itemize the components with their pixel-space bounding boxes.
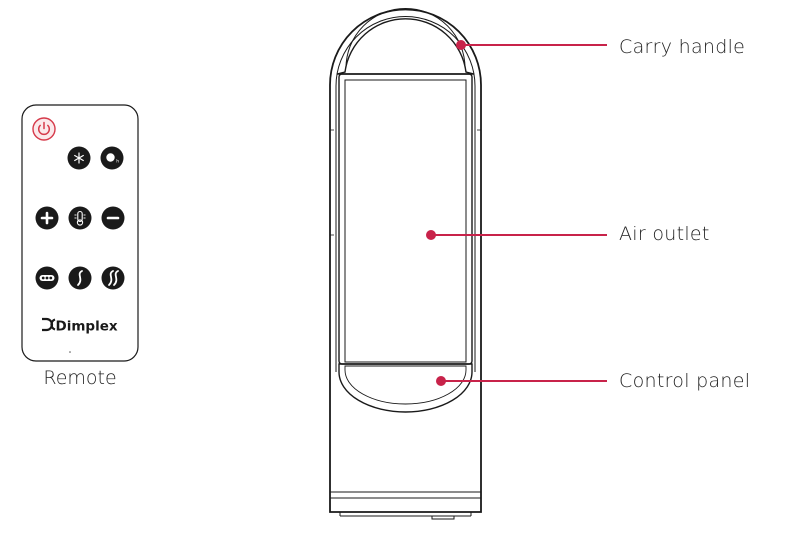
low-heat-icon[interactable]: [68, 266, 92, 290]
carry-handle-label: Carry handle: [619, 36, 746, 58]
svg-text:h: h: [116, 159, 119, 165]
timer-icon[interactable]: h: [100, 146, 124, 170]
control-panel-label: Control panel: [619, 370, 751, 392]
callout-air-outlet: [426, 230, 607, 240]
carry-handle-shape: [336, 18, 475, 75]
power-icon[interactable]: [32, 117, 56, 141]
dimplex-logo: Dimplex: [42, 317, 118, 334]
heater-body: [329, 8, 482, 513]
air-outlet-grille: [344, 79, 467, 363]
control-panel-shape: [338, 363, 473, 413]
remote-caption: Remote: [43, 367, 117, 389]
plus-icon[interactable]: [35, 206, 59, 230]
minus-icon[interactable]: [101, 206, 125, 230]
tower-heater: [329, 8, 482, 520]
body-rim: [335, 16, 476, 372]
air-outlet-label: Air outlet: [619, 223, 710, 245]
callout-control-panel: [436, 376, 607, 386]
eco-icon[interactable]: [35, 266, 59, 290]
remote-control: h: [21, 104, 139, 362]
callout-carry-handle: [456, 40, 607, 50]
high-heat-icon[interactable]: [101, 266, 125, 290]
ir-dot: [69, 351, 71, 353]
remote-brand: Dimplex: [56, 318, 118, 334]
fan-icon[interactable]: [67, 146, 91, 170]
front-panel: [338, 73, 473, 365]
thermostat-icon[interactable]: [68, 206, 92, 230]
